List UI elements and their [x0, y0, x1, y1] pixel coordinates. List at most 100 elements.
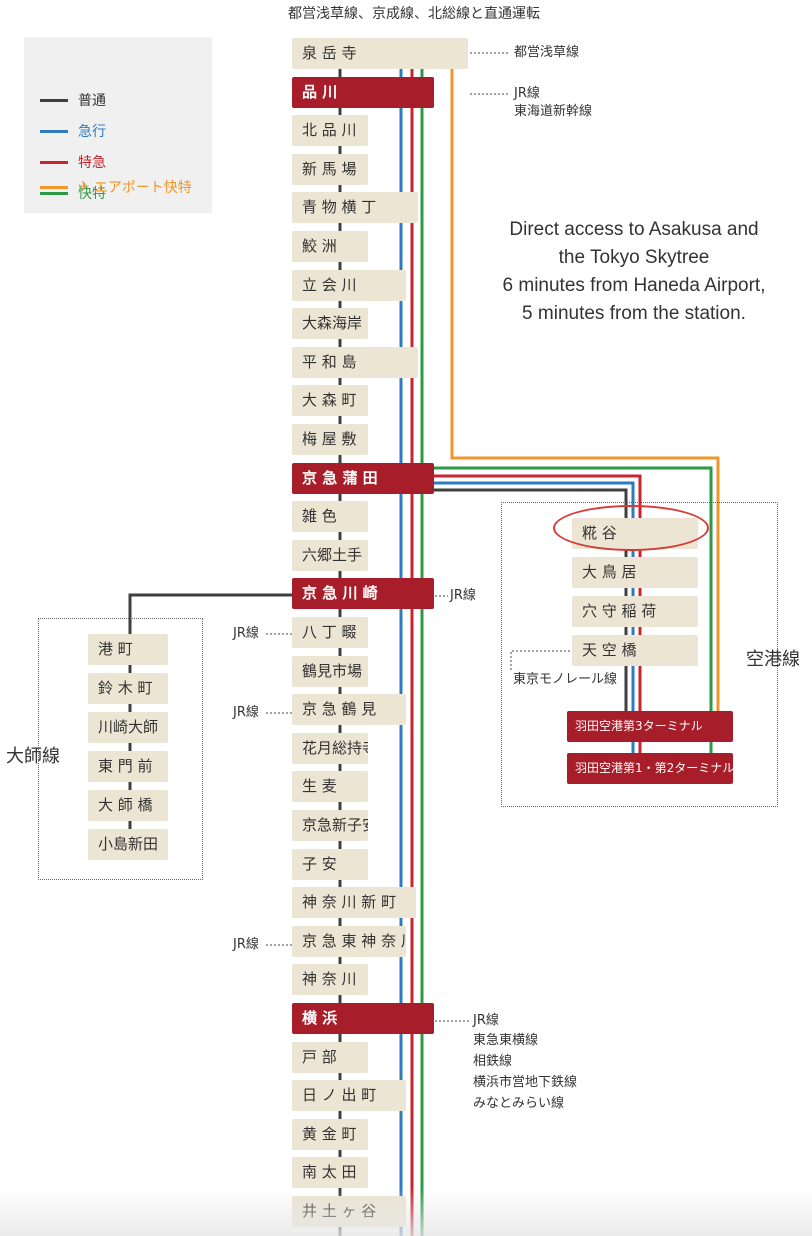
station-main-1-label: 品 川 [302, 82, 338, 101]
station-main-27-label: 日 ノ 出 町 [302, 1086, 377, 1105]
legend-express-label: 急行 [78, 124, 106, 140]
station-main-11[interactable]: 京 急 蒲 田 [292, 462, 434, 494]
station-main-3[interactable]: 新 馬 場 [292, 153, 368, 185]
station-main-28-label: 黄 金 町 [302, 1124, 357, 1143]
station-main-12[interactable]: 雑 色 [292, 501, 368, 533]
station-main-27[interactable]: 日 ノ 出 町 [292, 1080, 406, 1112]
station-main-10[interactable]: 梅 屋 敷 [292, 424, 368, 455]
station-daishi-2[interactable]: 川崎大師 [88, 712, 168, 743]
station-airport-4[interactable]: 羽田空港第3ターミナル [567, 711, 733, 742]
station-airport-5[interactable]: 羽田空港第1・第2ターミナル [567, 753, 733, 784]
station-main-16[interactable]: 鶴見市場 [292, 655, 368, 687]
station-main-19-label: 生 麦 [302, 777, 337, 796]
connection-yokohama-sotetsu: 相鉄線 [473, 1054, 513, 1069]
through-service-label: 都営浅草線、京成線、北総線と直通運転 [288, 6, 540, 22]
airport-rapid-line [450, 66, 720, 737]
legend-airport-rapid-swatch [40, 185, 68, 189]
station-main-5-label: 鮫 洲 [302, 237, 337, 255]
station-main-21[interactable]: 子 安 [292, 848, 368, 880]
connection-monorail: 東京モノレール線 [513, 672, 618, 687]
station-main-22-label: 神 奈 川 新 町 [302, 893, 397, 912]
station-daishi-3[interactable]: 東 門 前 [88, 751, 168, 782]
station-main-14[interactable]: 京 急 川 崎 [292, 578, 434, 610]
connection-yokohama-subway: 横浜市営地下鉄線 [473, 1075, 578, 1090]
station-main-25-label: 横 浜 [302, 1009, 338, 1027]
station-main-0[interactable]: 泉 岳 寺 [292, 38, 468, 69]
legend-limited-express-label: 特急 [78, 155, 106, 171]
station-main-23[interactable]: 京 急 東 神 奈 川 [292, 925, 406, 957]
station-main-15[interactable]: 八 丁 畷 [292, 617, 368, 648]
connection-hatchonawate: JR線 [233, 626, 259, 641]
legend-limited-express: 特急 [40, 151, 106, 173]
station-main-26[interactable]: 戸 部 [292, 1041, 368, 1073]
station-main-28[interactable]: 黄 金 町 [292, 1118, 368, 1150]
connection-shinagawa-jr: JR線 [514, 86, 540, 101]
station-main-7-label: 大森海岸 [302, 314, 363, 333]
station-daishi-1[interactable]: 鈴 木 町 [88, 673, 168, 704]
legend-express: 急行 [40, 120, 106, 142]
station-daishi-2-label: 川崎大師 [98, 718, 159, 736]
station-main-25[interactable]: 横 浜 [292, 1003, 434, 1034]
station-main-13-label: 六郷土手 [302, 545, 363, 564]
station-main-24[interactable]: 神 奈 川 [292, 964, 368, 996]
station-main-3-label: 新 馬 場 [302, 159, 357, 178]
station-daishi-4-label: 大 師 橋 [98, 796, 153, 814]
station-main-2[interactable]: 北 品 川 [292, 115, 368, 147]
connection-tsurumi: JR線 [233, 705, 259, 720]
airport-line-name: 空港線 [746, 649, 800, 670]
station-daishi-3-label: 東 門 前 [98, 757, 153, 775]
station-main-20[interactable]: 京急新子安 [292, 810, 368, 841]
legend-local-label: 普通 [78, 93, 106, 109]
station-main-7[interactable]: 大森海岸 [292, 308, 368, 340]
station-daishi-5[interactable]: 小島新田 [88, 829, 168, 860]
station-main-29[interactable]: 南 太 田 [292, 1157, 368, 1189]
access-note-line2: the Tokyo Skytree [558, 247, 710, 268]
limited-express-line-airport [432, 474, 642, 770]
station-main-0-label: 泉 岳 寺 [302, 44, 357, 62]
station-main-5[interactable]: 鮫 洲 [292, 231, 368, 262]
station-airport-2-label: 穴 守 稲 荷 [582, 602, 657, 620]
station-main-13[interactable]: 六郷土手 [292, 539, 368, 571]
station-airport-2[interactable]: 穴 守 稲 荷 [572, 596, 698, 627]
station-airport-1-label: 大 鳥 居 [582, 563, 637, 581]
station-main-9[interactable]: 大 森 町 [292, 385, 368, 417]
station-main-8[interactable]: 平 和 島 [292, 346, 418, 378]
station-daishi-1-label: 鈴 木 町 [98, 679, 153, 697]
airplane-icon: ✈ [78, 179, 90, 195]
station-main-9-label: 大 森 町 [302, 391, 357, 410]
station-main-20-label: 京急新子安 [302, 816, 368, 834]
station-main-17[interactable]: 京 急 鶴 見 [292, 694, 406, 726]
station-main-18[interactable]: 花月総持寺 [292, 732, 368, 764]
station-main-2-label: 北 品 川 [302, 121, 357, 140]
airport-line-box [501, 502, 778, 807]
station-main-16-label: 鶴見市場 [302, 661, 363, 680]
station-main-21-label: 子 安 [302, 854, 337, 873]
station-main-18-label: 花月総持寺 [302, 738, 368, 757]
station-main-6-label: 立 会 川 [302, 275, 357, 294]
legend-local: 普通 [40, 89, 106, 111]
station-airport-5-label: 羽田空港第1・第2ターミナル [575, 761, 733, 775]
station-main-15-label: 八 丁 畷 [302, 623, 357, 641]
access-note-line4: 5 minutes from the station. [522, 303, 746, 324]
legend-airport-rapid-label: エアポート快特 [93, 180, 192, 196]
connection-higashikanagawa: JR線 [233, 937, 259, 952]
rapid-limited-express-line-airport [422, 466, 713, 770]
station-main-1[interactable]: 品 川 [292, 76, 434, 108]
station-main-6[interactable]: 立 会 川 [292, 269, 406, 301]
legend-express-swatch [40, 129, 68, 133]
access-note-line1: Direct access to Asakusa and [509, 219, 759, 240]
station-daishi-0[interactable]: 港 町 [88, 634, 168, 665]
station-daishi-4[interactable]: 大 師 橋 [88, 790, 168, 821]
station-airport-1[interactable]: 大 鳥 居 [572, 557, 698, 588]
station-main-17-label: 京 急 鶴 見 [302, 700, 377, 719]
station-main-4[interactable]: 青 物 横 丁 [292, 192, 418, 224]
connection-shinagawa-shinkansen: 東海道新幹線 [514, 104, 593, 119]
station-daishi-5-label: 小島新田 [98, 835, 159, 853]
station-airport-3[interactable]: 天 空 橋 [572, 635, 698, 666]
station-main-22[interactable]: 神 奈 川 新 町 [292, 887, 416, 919]
legend-rapid-limited-express-label: 快特 [78, 186, 106, 202]
station-main-12-label: 雑 色 [302, 507, 337, 526]
station-main-19[interactable]: 生 麦 [292, 771, 368, 803]
station-main-29-label: 南 太 田 [302, 1163, 357, 1182]
